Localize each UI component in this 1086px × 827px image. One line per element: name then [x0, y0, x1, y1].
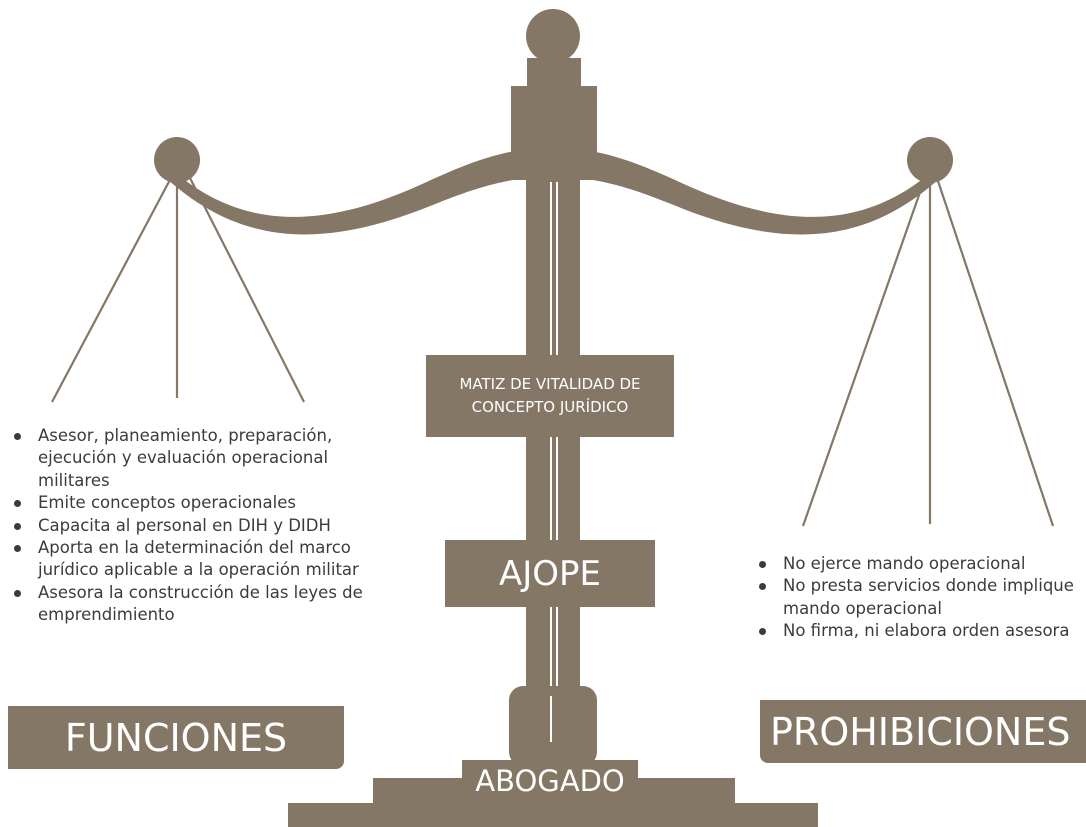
left-beam-ball — [154, 137, 200, 183]
scale-base-upper — [509, 686, 597, 766]
left-rope-inner — [189, 177, 305, 403]
left-rope-outer — [51, 175, 173, 403]
scale-top-knob — [526, 9, 580, 63]
funciones-list: Asesor, planeamiento, preparación, ejecu… — [10, 425, 395, 627]
right-rope-outer — [935, 177, 1055, 527]
funciones-item: Capacita al personal en DIH y DIDH — [10, 515, 395, 537]
funciones-title: FUNCIONES — [8, 706, 344, 769]
prohibiciones-list: No ejerce mando operacional No presta se… — [755, 553, 1085, 643]
abogado-plate — [462, 760, 638, 806]
prohibiciones-item: No firma, ni elabora orden asesora — [755, 620, 1085, 642]
funciones-item: Asesora la construcción de las leyes de … — [10, 582, 395, 627]
scale-base-lower — [288, 803, 818, 827]
abogado-label: ABOGADO — [475, 764, 625, 798]
scale-beam — [166, 146, 940, 235]
funciones-item: Emite conceptos operacionales — [10, 492, 395, 514]
prohibiciones-item: No ejerce mando operacional — [755, 553, 1085, 575]
scale-neck — [527, 58, 581, 90]
prohibiciones-title: PROHIBICIONES — [760, 700, 1086, 763]
funciones-item: Asesor, planeamiento, preparación, ejecu… — [10, 425, 395, 492]
ajope-label: AJOPE — [445, 540, 655, 607]
matiz-label: MATIZ DE VITALIDAD DE CONCEPTO JURÍDICO — [426, 355, 674, 437]
funciones-item: Aporta en la determinación del marco jur… — [10, 537, 395, 582]
prohibiciones-item: No presta servicios donde implique mando… — [755, 575, 1085, 620]
right-rope-inner — [801, 177, 927, 527]
right-beam-ball — [907, 137, 953, 183]
